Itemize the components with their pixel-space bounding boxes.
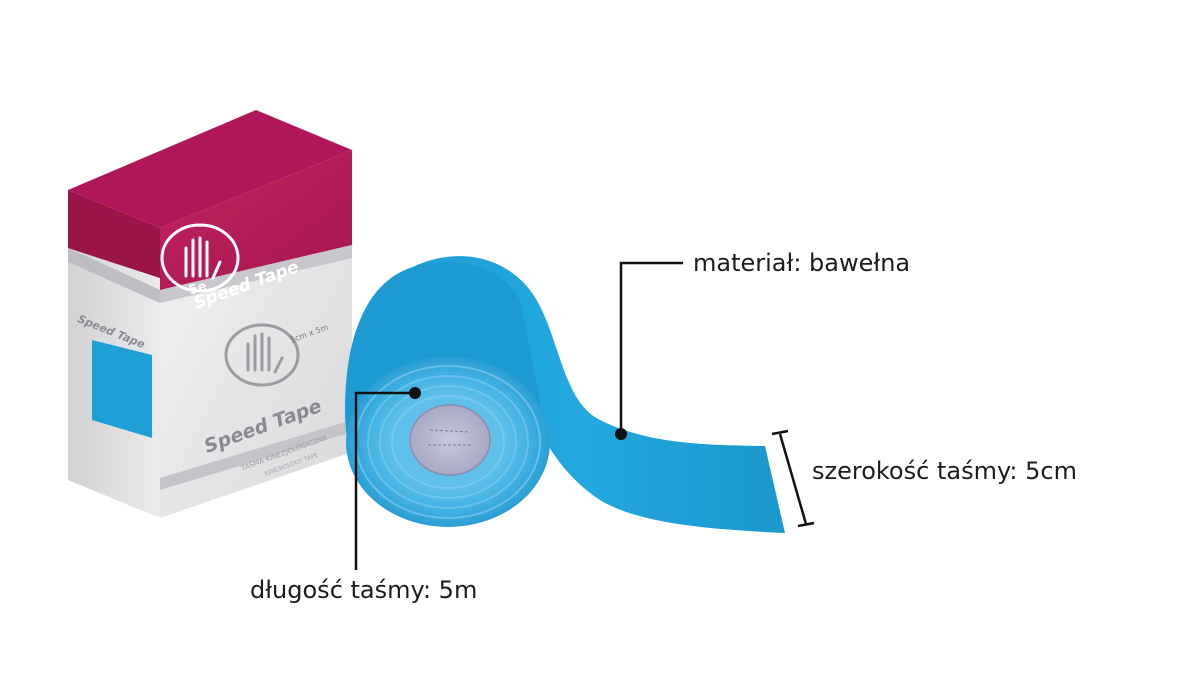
box-side-window bbox=[92, 340, 152, 438]
width-annotation: szerokość taśmy: 5cm bbox=[812, 457, 1077, 485]
material-leader-line bbox=[619, 261, 683, 434]
tape-roll-core bbox=[410, 405, 490, 475]
box-side-pink-band bbox=[68, 190, 160, 278]
box-top-face bbox=[68, 110, 352, 228]
material-marker-dot bbox=[615, 428, 627, 440]
width-bracket-line bbox=[778, 433, 808, 525]
box-logo-text: 5e bbox=[187, 279, 209, 299]
product-box: 5e Speed Tape 5cm x 5m Speed Tape TAŚMA … bbox=[68, 110, 352, 518]
length-leader-line bbox=[354, 391, 415, 570]
material-annotation: materiał: bawełna bbox=[693, 249, 911, 277]
hand-logo-icon bbox=[160, 223, 240, 293]
length-annotation: długość taśmy: 5m bbox=[250, 576, 478, 604]
length-marker-dot bbox=[409, 387, 421, 399]
tape-roll bbox=[345, 256, 785, 533]
hand-logo-silver-icon bbox=[224, 323, 300, 387]
box-silver-stripe bbox=[160, 245, 352, 303]
annotation-lines bbox=[354, 261, 815, 570]
